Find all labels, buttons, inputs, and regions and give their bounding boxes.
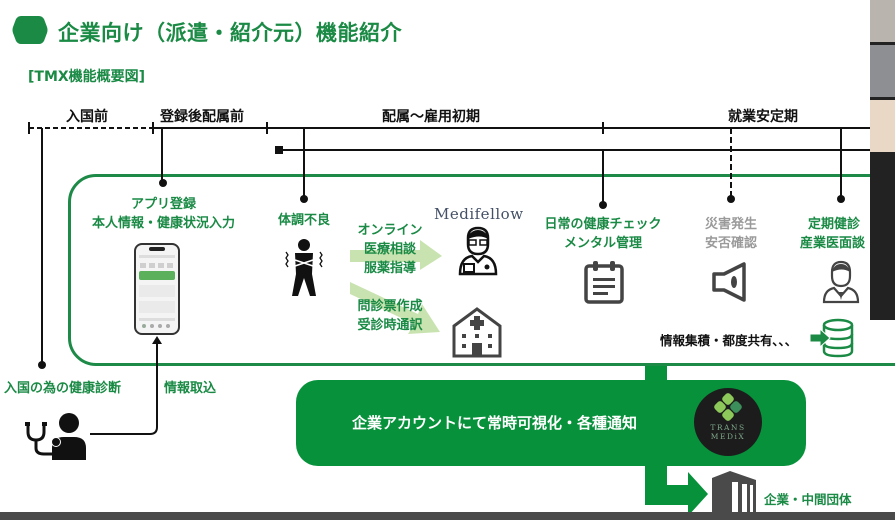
arrow-head [152, 336, 162, 344]
doctor-icon [458, 226, 498, 276]
logo-text-line2: MEDiX [710, 432, 746, 441]
video-thumbnail-strip[interactable] [870, 0, 895, 320]
online-line2: 医療相談 [363, 242, 416, 257]
hospital-icon [452, 307, 502, 358]
connector-dot [599, 201, 607, 209]
unwell-label: 体調不良 [277, 213, 330, 228]
questionnaire-label: 問診票作成 受診時通訳 [350, 297, 430, 335]
connector-dot [837, 195, 845, 203]
connector-dot [38, 361, 46, 369]
transmedix-logo [694, 388, 762, 456]
page-title: 企業向け（派遣・紹介元）機能紹介 [58, 21, 402, 45]
disaster-line1: 災害発生 [704, 217, 757, 232]
connector-dot [159, 179, 167, 187]
video-thumbnail-3[interactable] [870, 100, 895, 152]
daily-line2: メンタル管理 [563, 236, 642, 251]
bottom-toolbar-bar [0, 512, 895, 520]
questionnaire-arrow-icon [350, 282, 440, 334]
disaster-label: 災害発生 安否確認 [696, 215, 766, 253]
online-arrow-icon [350, 240, 442, 270]
title-marker-icon [12, 16, 48, 44]
medifellow-logo: Medifellow [434, 205, 524, 223]
checkup-line2: 産業医面談 [800, 236, 866, 251]
database-icon [809, 318, 854, 358]
banner-text: 企業アカウントにて常時可視化・各種通知 [352, 414, 638, 432]
to-company-arrow-icon [645, 460, 708, 516]
phase-label-pre-assignment: 登録後配属前 [160, 109, 244, 125]
phase-label-pre-entry: 入国前 [66, 109, 108, 125]
doctor-stethoscope-icon [25, 413, 86, 460]
video-thumbnail-2[interactable] [870, 45, 895, 97]
smartphone-app-icon [134, 243, 180, 335]
info-import-arrow [90, 342, 158, 435]
daily-check-label: 日常の健康チェック メンタル管理 [538, 215, 668, 253]
daily-line1: 日常の健康チェック [544, 217, 662, 232]
online-consult-label: オンライン 医療相談 服薬指導 [350, 221, 430, 278]
info-accumulate-label: 情報集積・都度共有､､､ [660, 333, 792, 348]
online-line1: オンライン [357, 223, 423, 238]
service-area-frame [68, 174, 895, 366]
company-building-icon [712, 471, 756, 516]
app-register-line1: アプリ登録 [130, 197, 196, 212]
clover-icon [714, 393, 742, 421]
app-register-label: アプリ登録 本人情報・健康状況入力 [86, 195, 241, 233]
app-register-line2: 本人情報・健康状況入力 [91, 216, 235, 231]
checkup-label: 定期健診 産業医面談 [800, 215, 890, 253]
megaphone-icon [712, 262, 746, 302]
occupational-doctor-icon [822, 260, 860, 304]
video-thumbnail-1[interactable] [870, 0, 895, 42]
calendar-icon [584, 261, 624, 304]
shivering-person-icon [285, 239, 323, 296]
secondary-line-start-marker [275, 146, 283, 154]
transmedix-logo-text: TRANS MEDiX [694, 423, 762, 441]
connector-dot [300, 195, 308, 203]
diagram-subtitle: [TMX機能概要図] [28, 69, 146, 85]
questionnaire-line1: 問診票作成 [357, 299, 423, 314]
checkup-line1: 定期健診 [808, 217, 861, 232]
pre-entry-checkup-label: 入国の為の健康診断 [4, 381, 122, 396]
info-import-label: 情報取込 [164, 381, 217, 396]
questionnaire-line2: 受診時通訳 [357, 318, 423, 333]
phase-label-early-employment: 配属〜雇用初期 [382, 109, 480, 125]
logo-text-line1: TRANS [710, 423, 746, 432]
service-arrows [350, 240, 442, 334]
disaster-line2: 安否確認 [704, 236, 757, 251]
destination-label: 企業・中間団体 [764, 492, 852, 507]
connector-dot [727, 195, 735, 203]
online-line3: 服薬指導 [363, 261, 416, 276]
phase-label-stable-employment: 就業安定期 [728, 109, 798, 125]
